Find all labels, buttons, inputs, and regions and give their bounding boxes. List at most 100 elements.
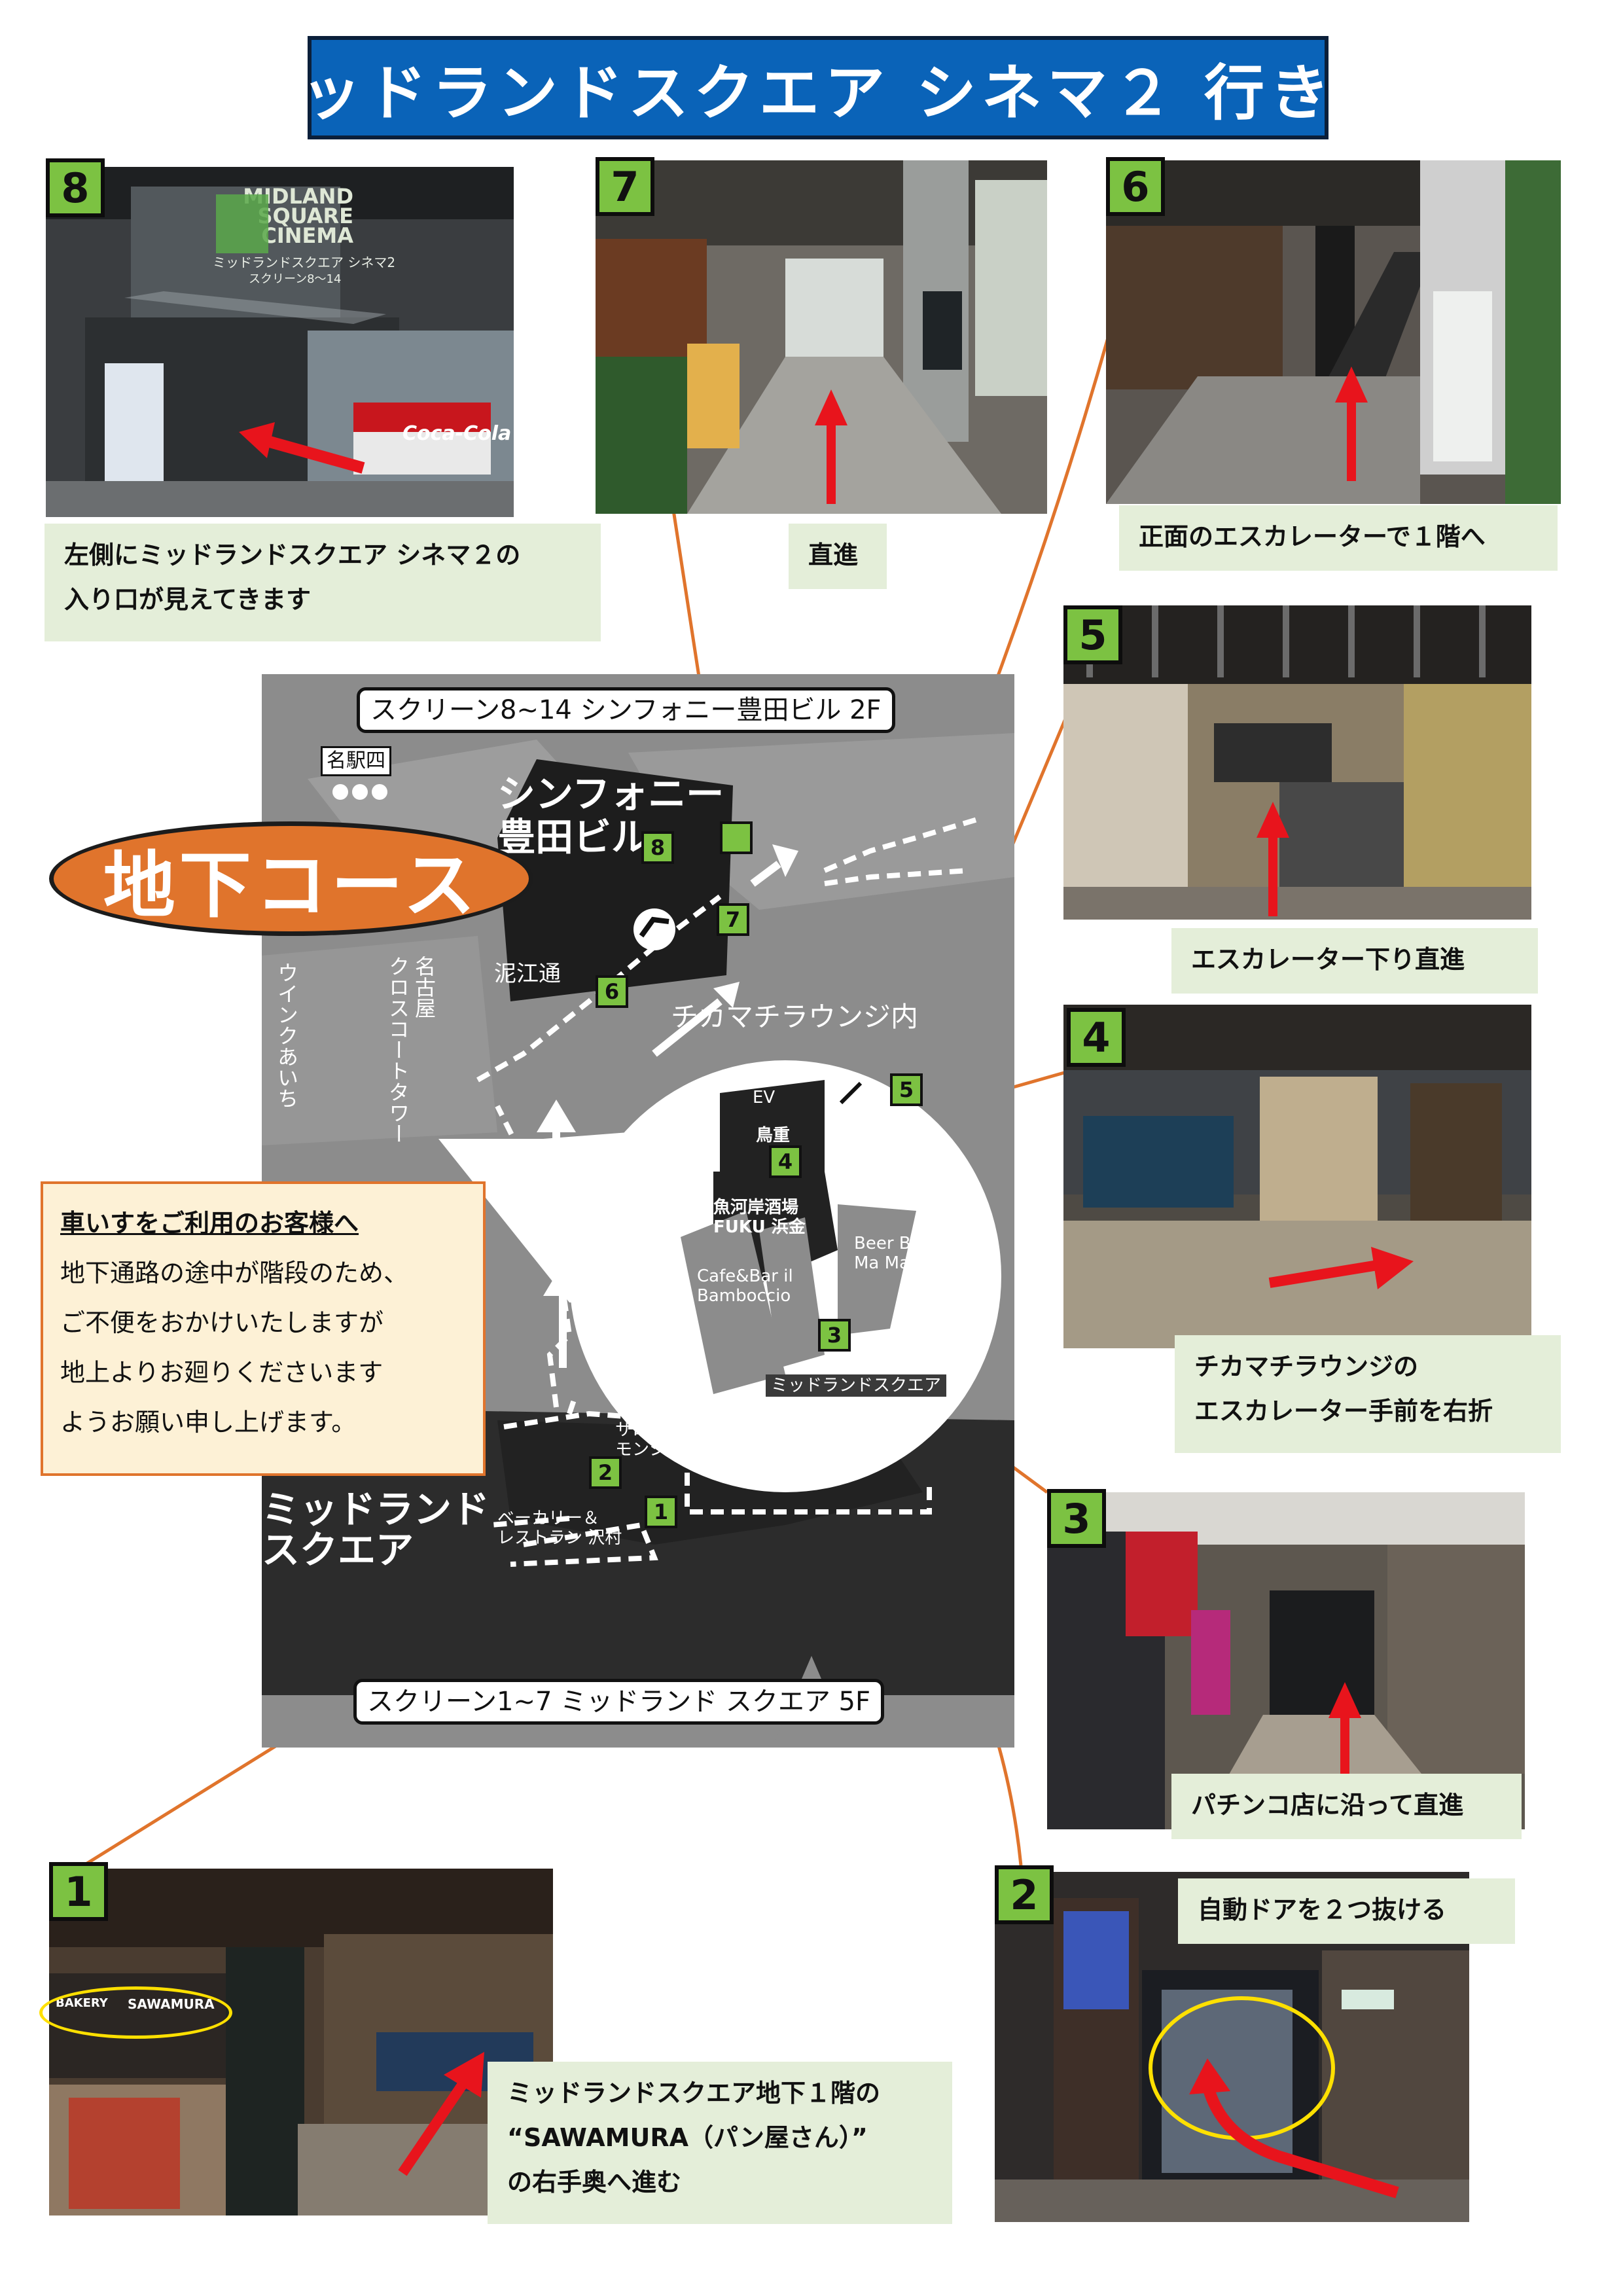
step-badge-2: 2 bbox=[995, 1865, 1054, 1924]
step-caption-1: ミッドランドスクエア地下１階の “SAWAMURA（パン屋さん）” の右手奥へ進… bbox=[488, 2062, 952, 2224]
map-nagoya-cross-line-2: クロスコートタワー bbox=[385, 956, 410, 1144]
escalator-icon bbox=[639, 916, 669, 938]
map-cafe-line-2: Bamboccio bbox=[697, 1286, 791, 1306]
map-ev-label: EV bbox=[753, 1088, 776, 1107]
cinema-logo-icon bbox=[216, 194, 268, 253]
step-caption-7: 直進 bbox=[789, 524, 887, 589]
map-takemura-label: 竜むら bbox=[864, 1178, 916, 1198]
step-caption-6: 正面のエスカレーターで１階へ bbox=[1119, 505, 1558, 571]
map-step-8-badge-b bbox=[720, 821, 753, 854]
map-salon-label: サロン・ド・ モンシェール bbox=[615, 1420, 717, 1460]
map-midland-label: ミッドランド スクエア bbox=[262, 1489, 490, 1570]
cinema-sign-screens: スクリーン8～14 bbox=[249, 272, 342, 286]
step-badge-6: 6 bbox=[1106, 157, 1165, 216]
map-beerbar-line-1: Beer Bar bbox=[854, 1234, 929, 1253]
caption-line: “SAWAMURA（パン屋さん）” bbox=[507, 2123, 868, 2152]
notice-line: 地上よりお廻りくださいます bbox=[60, 1358, 383, 1387]
cinema-sign-line-2: SQUARE bbox=[257, 204, 353, 228]
notice-line: ご不便をおかけいたしますが bbox=[60, 1308, 384, 1337]
direction-arrow-icon bbox=[1257, 802, 1289, 916]
direction-arrow-icon bbox=[1335, 367, 1368, 481]
map-beerbar-label: Beer Bar Ma Maison bbox=[854, 1234, 944, 1273]
step-badge-3: 3 bbox=[1047, 1489, 1106, 1548]
smoking-icon bbox=[839, 1081, 863, 1105]
caption-line: エスカレーター手前を右折 bbox=[1194, 1397, 1493, 1426]
notice-heading: 車いすをご利用のお客様へ bbox=[60, 1209, 359, 1238]
map-nagoya-cross-line-1: 名古屋 bbox=[412, 956, 437, 1018]
map-step-1-badge: 1 bbox=[645, 1496, 677, 1528]
step-caption-2: 自動ドアを２つ抜ける bbox=[1178, 1878, 1515, 1944]
caption-line: チカマチラウンジの bbox=[1194, 1352, 1419, 1381]
caption-line: 自動ドアを２つ抜ける bbox=[1198, 1895, 1447, 1924]
step-caption-8: 左側にミッドランドスクエア シネマ２の 入り口が見えてきます bbox=[45, 524, 601, 641]
direction-arrow-icon bbox=[398, 2052, 484, 2176]
direction-arrow-icon bbox=[1268, 1247, 1414, 1289]
cinema-sign-jp: ミッドランドスクエア シネマ2 bbox=[213, 255, 396, 270]
direction-arrow-icon bbox=[1329, 1682, 1361, 1777]
map-symphony-label: シンフォニー 豊田ビル bbox=[497, 772, 724, 859]
step-badge-8: 8 bbox=[46, 158, 105, 217]
map-label-screens-8-14: スクリーン8~14 シンフォニー豊田ビル 2F bbox=[357, 687, 895, 733]
step-badge-7: 7 bbox=[596, 157, 654, 216]
map-uogashi-label: 魚河岸酒場 FUKU 浜金 bbox=[713, 1198, 806, 1237]
page-title: ミッドランドスクエア シネマ２ 行き方 bbox=[236, 36, 1395, 139]
wheelchair-notice: 車いすをご利用のお客様へ 地下通路の途中が階段のため、 ご不便をおかけいたします… bbox=[41, 1181, 486, 1476]
direction-arrow-icon bbox=[1189, 2058, 1399, 2198]
cinema-sign-line-3: CINEMA bbox=[261, 223, 353, 248]
map-symphony-line-2: 豊田ビル bbox=[497, 815, 650, 859]
photo-step-8 bbox=[46, 167, 514, 517]
caption-line: 入り口が見えてきます bbox=[64, 585, 311, 614]
step-caption-3: パチンコ店に沿って直進 bbox=[1171, 1774, 1522, 1839]
map-bakery-label: ベーカリー＆ レストラン 沢村 bbox=[497, 1509, 622, 1548]
caption-line: ミッドランドスクエア地下１階の bbox=[507, 2079, 881, 2108]
map-midland-small-label: ミッドランドスクエア bbox=[766, 1374, 947, 1397]
map-step-5-badge: 5 bbox=[890, 1073, 923, 1106]
map-nagoya-cross-label: 名古屋 bbox=[409, 956, 439, 1018]
map-step-8-badge: 8 bbox=[641, 831, 674, 864]
map-torishige-label: 鳥重 bbox=[756, 1126, 791, 1145]
map-salon-line-2: モンシェール bbox=[615, 1440, 718, 1460]
map-step-3-badge: 3 bbox=[818, 1319, 851, 1352]
cinema-sign: MIDLAND SQUARE CINEMA bbox=[216, 186, 353, 253]
map-step-2-badge: 2 bbox=[589, 1456, 622, 1489]
coca-cola-logo: Coca-Cola bbox=[402, 422, 512, 445]
map-salon-line-1: サロン・ド・ bbox=[615, 1420, 718, 1440]
map-beerbar-line-2: Ma Maison bbox=[854, 1253, 945, 1273]
map-step-7-badge: 7 bbox=[717, 903, 749, 936]
map-cafe-label: Cafe&Bar il Bamboccio bbox=[697, 1266, 793, 1306]
map-wink-label: ウインクあいち bbox=[274, 962, 299, 1109]
caption-line: 正面のエスカレーターで１階へ bbox=[1139, 522, 1486, 551]
map-bakery-line-2: レストラン 沢村 bbox=[497, 1528, 622, 1548]
photo-step-3 bbox=[1047, 1492, 1525, 1829]
map-step-6-badge: 6 bbox=[596, 975, 628, 1008]
map-chikamachi-label: チカマチラウンジ内 bbox=[671, 1001, 919, 1033]
caption-line: 直進 bbox=[808, 541, 859, 569]
caption-line: 左側にミッドランドスクエア シネマ２の bbox=[64, 541, 521, 569]
step-badge-5: 5 bbox=[1063, 605, 1122, 664]
direction-arrow-icon bbox=[239, 422, 365, 474]
map-label-screens-1-7: スクリーン1~7 ミッドランド スクエア 5F bbox=[353, 1679, 885, 1725]
notice-line: 地下通路の途中が階段のため、 bbox=[60, 1259, 409, 1287]
direction-arrow-icon bbox=[815, 389, 847, 504]
caption-line: の右手奥へ進む bbox=[507, 2168, 682, 2197]
step-badge-1: 1 bbox=[49, 1862, 108, 1921]
notice-line: ようお願い申し上げます。 bbox=[60, 1408, 357, 1437]
map-midland-line-1: ミッドランド bbox=[262, 1487, 490, 1532]
map-uogashi-line-2: FUKU 浜金 bbox=[713, 1217, 806, 1237]
step-badge-4: 4 bbox=[1067, 1008, 1126, 1067]
photo-step-6 bbox=[1106, 160, 1561, 504]
map-deisen-label: 泥江通 bbox=[494, 961, 561, 987]
map-station-label: 名駅四 bbox=[321, 746, 391, 776]
map-cafe-line-1: Cafe&Bar il bbox=[697, 1266, 793, 1286]
map-step-4-badge: 4 bbox=[769, 1145, 802, 1178]
course-label: 地下コース bbox=[49, 821, 533, 936]
map-symphony-line-1: シンフォニー bbox=[497, 772, 724, 816]
photo-step-7 bbox=[596, 160, 1047, 514]
step-caption-5: エスカレーター下り直進 bbox=[1171, 928, 1538, 994]
map-uogashi-line-1: 魚河岸酒場 bbox=[713, 1198, 799, 1217]
caption-line: パチンコ店に沿って直進 bbox=[1191, 1791, 1464, 1820]
photo-step-4 bbox=[1063, 1005, 1531, 1348]
photo-step-5 bbox=[1063, 605, 1531, 920]
route-map: スクリーン8~14 シンフォニー豊田ビル 2F スクリーン1~7 ミッドランド … bbox=[262, 674, 1014, 1748]
map-nagoya-cross-label-2: クロスコートタワー bbox=[383, 956, 413, 1144]
